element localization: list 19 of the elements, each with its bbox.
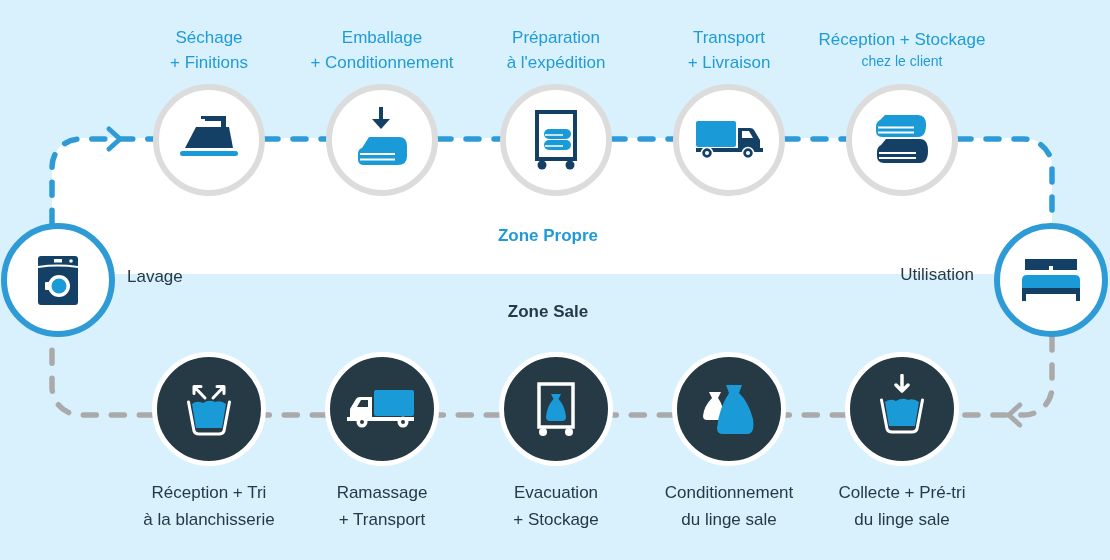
step-label: Conditionnement du linge sale xyxy=(664,482,794,531)
dashed-connector xyxy=(435,136,503,142)
step-label: Utilisation xyxy=(900,265,974,285)
step-label: Evacuation + Stockage xyxy=(513,482,599,531)
dashed-connector xyxy=(782,136,849,142)
step-label: Réception + Stockage xyxy=(818,29,986,51)
step-label: Préparation à l'expédition xyxy=(506,27,606,74)
step-label: Emballage + Conditionnement xyxy=(310,27,454,74)
dashed-connector xyxy=(609,136,676,142)
step-label: Collecte + Pré-tri du linge sale xyxy=(838,482,966,531)
step-label: Séchage + Finitions xyxy=(170,27,248,74)
zone-title: Zone Propre xyxy=(497,226,599,246)
step-label: Lavage xyxy=(127,267,183,287)
step-sublabel: chez le client xyxy=(861,52,943,70)
step-label: Réception + Tri à la blanchisserie xyxy=(143,482,275,531)
step-label: Transport + Livraison xyxy=(687,27,771,74)
step-label: Ramassage + Transport xyxy=(336,482,428,531)
zone-title: Zone Sale xyxy=(507,302,589,322)
dashed-connector xyxy=(262,136,329,142)
